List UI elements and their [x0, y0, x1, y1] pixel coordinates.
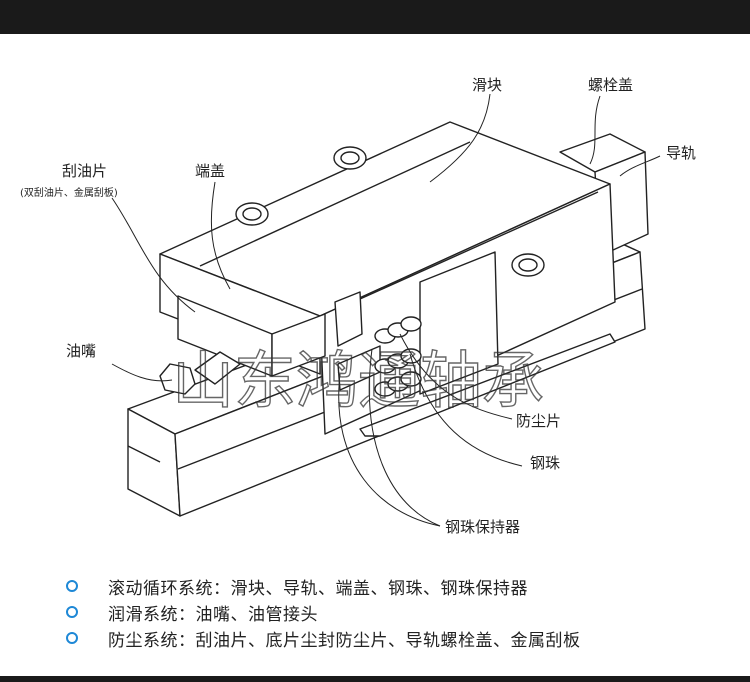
- mounting-holes: [235, 146, 545, 277]
- label-scraper-note: (双刮油片、金属刮板): [20, 186, 118, 199]
- label-scraper: 刮油片: [62, 162, 107, 180]
- legend-item: 滚动循环系统：滑块、导轨、端盖、钢珠、钢珠保持器: [66, 574, 746, 599]
- label-bolt-cap: 螺栓盖: [588, 76, 633, 94]
- watermark: 山东鸿通轴承: [172, 344, 544, 417]
- grease-nipple: [159, 351, 241, 395]
- legend-item: 润滑系统：油嘴、油管接头: [66, 600, 746, 625]
- legend-text: 润滑系统：油嘴、油管接头: [108, 604, 318, 625]
- label-end-cap: 端盖: [195, 162, 225, 180]
- bullet-icon: [66, 632, 78, 644]
- end-cap: [159, 253, 326, 377]
- legend: 滚动循环系统：滑块、导轨、端盖、钢珠、钢珠保持器 润滑系统：油嘴、油管接头 防尘…: [66, 574, 746, 652]
- leader-lines: [111, 93, 661, 527]
- bottom-bar: [0, 676, 750, 682]
- linear-guide-diagram: 滑块 螺栓盖 导轨 端盖 刮油片 (双刮油片、金属刮板) 油嘴 防尘片 钢珠 钢…: [20, 76, 696, 536]
- legend-text: 防尘系统：刮油片、底片尘封防尘片、导轨螺栓盖、金属刮板: [108, 630, 581, 651]
- label-slider: 滑块: [472, 76, 502, 94]
- label-ball-retainer: 钢珠保持器: [445, 518, 520, 536]
- top-bar: [0, 0, 750, 34]
- label-steel-ball: 钢珠: [530, 454, 560, 472]
- label-dust-seal: 防尘片: [516, 412, 561, 430]
- bottom-seal: [359, 333, 616, 437]
- bullet-icon: [66, 606, 78, 618]
- legend-item: 防尘系统：刮油片、底片尘封防尘片、导轨螺栓盖、金属刮板: [66, 626, 746, 651]
- ball-retainer: [334, 251, 499, 395]
- label-rail: 导轨: [666, 144, 696, 162]
- bullet-icon: [66, 580, 78, 592]
- legend-text: 滚动循环系统：滑块、导轨、端盖、钢珠、钢珠保持器: [108, 578, 528, 599]
- label-grease-nipple: 油嘴: [66, 342, 96, 360]
